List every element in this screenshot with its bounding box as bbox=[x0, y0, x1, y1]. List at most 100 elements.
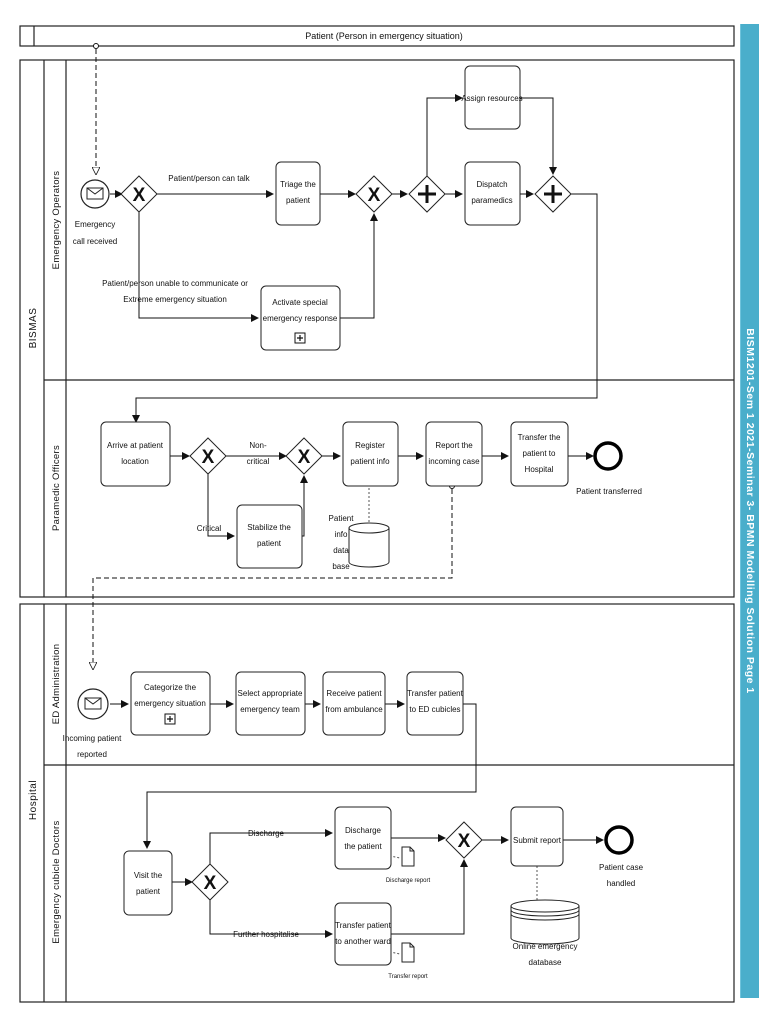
label-flow-discharge: Discharge bbox=[248, 829, 285, 838]
document-discharge-report bbox=[401, 846, 415, 867]
task-transfer-ed bbox=[406, 671, 464, 736]
label-select-team-1: Select appropriate bbox=[238, 689, 303, 698]
label-discharge-2: the patient bbox=[344, 842, 382, 851]
label-transfer-ward-2: to another ward bbox=[335, 937, 391, 946]
start-event-emergency-call bbox=[80, 179, 110, 209]
label-receive-2: from ambulance bbox=[325, 705, 383, 714]
label-dispatch-1: Dispatch bbox=[476, 180, 507, 189]
label-report-case-1: Report the bbox=[435, 441, 473, 450]
lane-label-cubicle-doctors: Emergency cubicle Doctors bbox=[51, 820, 62, 943]
label-receive-1: Receive patient bbox=[326, 689, 382, 698]
label-discharge-report: Discharge report bbox=[386, 878, 431, 884]
label-report-case-2: incoming case bbox=[428, 457, 480, 466]
label-db-2: info bbox=[335, 530, 348, 539]
label-case-handled-2: handled bbox=[607, 879, 635, 888]
label-transfer-report: Transfer report bbox=[388, 974, 428, 980]
label-stabilize-2: patient bbox=[257, 539, 282, 548]
lane-label-emergency-operators: Emergency Operators bbox=[51, 171, 62, 270]
label-activate-1: Activate special bbox=[272, 298, 328, 307]
message-flows bbox=[93, 43, 455, 670]
labels: Emergency call received Patient/person c… bbox=[63, 94, 644, 980]
label-unable-2: Extreme emergency situation bbox=[123, 295, 227, 304]
label-db-3: data bbox=[333, 546, 349, 555]
label-unable-1: Patient/person unable to communicate or bbox=[102, 279, 248, 288]
lane-label-ed-administration: ED Administration bbox=[51, 644, 62, 725]
label-arrive-1: Arrive at patient bbox=[107, 441, 164, 450]
sequence-flows-bismas bbox=[110, 94, 598, 540]
label-patient-transferred: Patient transferred bbox=[576, 487, 642, 496]
datastore-online-emergency bbox=[510, 899, 580, 945]
task-stabilize bbox=[236, 504, 303, 569]
gateway-xor-2: X bbox=[355, 175, 393, 213]
label-db-1: Patient bbox=[329, 514, 355, 523]
label-visit-1: Visit the bbox=[134, 871, 163, 880]
label-db-4: base bbox=[332, 562, 350, 571]
label-triage-2: patient bbox=[286, 196, 311, 205]
hospital-pool-label: Hospital bbox=[28, 780, 39, 820]
subprocess-activate-special bbox=[260, 285, 341, 351]
gateway-xor-1: X bbox=[120, 175, 158, 213]
label-arrive-2: location bbox=[121, 457, 149, 466]
document-transfer-report bbox=[401, 942, 415, 963]
label-transfer-hospital-2: patient to bbox=[523, 449, 556, 458]
task-visit bbox=[123, 850, 173, 916]
label-categorize-2: emergency situation bbox=[134, 699, 206, 708]
label-transfer-hospital-3: Hospital bbox=[525, 465, 554, 474]
start-event-incoming-patient bbox=[77, 688, 109, 720]
label-call-received-2: call received bbox=[73, 237, 117, 246]
svg-text:X: X bbox=[204, 873, 217, 894]
label-visit-2: patient bbox=[136, 887, 161, 896]
gateway-xor-6: X bbox=[445, 821, 483, 859]
svg-text:X: X bbox=[368, 185, 381, 206]
svg-text:X: X bbox=[133, 185, 146, 206]
label-stabilize-1: Stabilize the bbox=[247, 523, 291, 532]
task-select-team bbox=[235, 671, 306, 736]
task-triage bbox=[275, 161, 321, 226]
svg-text:X: X bbox=[298, 447, 311, 468]
datastore-patient-info bbox=[348, 522, 390, 568]
label-categorize-1: Categorize the bbox=[144, 683, 197, 692]
label-submit-report: Submit report bbox=[513, 836, 562, 845]
side-banner-text: BISM1201-Sem 1 2021-Seminar 3- BPMN Mode… bbox=[744, 328, 756, 694]
label-incoming-2: reported bbox=[77, 750, 107, 759]
gateway-xor-3: X bbox=[189, 437, 227, 475]
gateway-and-2 bbox=[534, 175, 572, 213]
hospital-pool: Hospital ED Administration Emergency cub… bbox=[19, 603, 735, 1003]
label-assign-resources: Assign resources bbox=[461, 94, 522, 103]
bismas-pool-label: BISMAS bbox=[28, 308, 39, 349]
label-non-critical-1: Non- bbox=[249, 441, 267, 450]
sequence-flows-hospital bbox=[110, 700, 604, 955]
gateway-xor-4: X bbox=[285, 437, 323, 475]
lane-label-paramedic-officers: Paramedic Officers bbox=[51, 445, 62, 531]
label-triage-1: Triage the bbox=[280, 180, 316, 189]
end-event-patient-transferred bbox=[593, 441, 623, 471]
label-discharge-1: Discharge bbox=[345, 826, 382, 835]
gateway-and-1 bbox=[408, 175, 446, 213]
patient-pool: Patient (Person in emergency situation) bbox=[19, 25, 735, 47]
label-transfer-hospital-1: Transfer the bbox=[518, 433, 561, 442]
label-register-1: Register bbox=[355, 441, 385, 450]
task-report-case bbox=[425, 421, 483, 487]
task-receive-patient bbox=[322, 671, 386, 736]
label-select-team-2: emergency team bbox=[240, 705, 300, 714]
label-case-handled-1: Patient case bbox=[599, 863, 644, 872]
label-transfer-ed-2: to ED cubicles bbox=[409, 705, 460, 714]
bismas-pool: BISMAS Emergency Operators Paramedic Off… bbox=[19, 59, 735, 598]
label-online-db-1: Online emergency bbox=[513, 942, 578, 951]
label-can-talk: Patient/person can talk bbox=[168, 174, 250, 183]
label-transfer-ed-1: Transfer patient bbox=[407, 689, 464, 698]
task-register bbox=[342, 421, 399, 487]
label-online-db-2: database bbox=[529, 958, 562, 967]
label-flow-further: Further hospitalise bbox=[233, 930, 299, 939]
subprocess-categorize bbox=[130, 671, 211, 736]
task-submit-report bbox=[510, 806, 564, 867]
task-discharge bbox=[334, 806, 392, 870]
label-activate-2: emergency response bbox=[263, 314, 338, 323]
task-assign-resources bbox=[464, 65, 521, 130]
end-event-case-handled bbox=[604, 825, 634, 855]
gateway-xor-5: X bbox=[191, 863, 229, 901]
label-register-2: patient info bbox=[350, 457, 390, 466]
side-banner: BISM1201-Sem 1 2021-Seminar 3- BPMN Mode… bbox=[740, 24, 759, 998]
label-dispatch-2: paramedics bbox=[471, 196, 512, 205]
